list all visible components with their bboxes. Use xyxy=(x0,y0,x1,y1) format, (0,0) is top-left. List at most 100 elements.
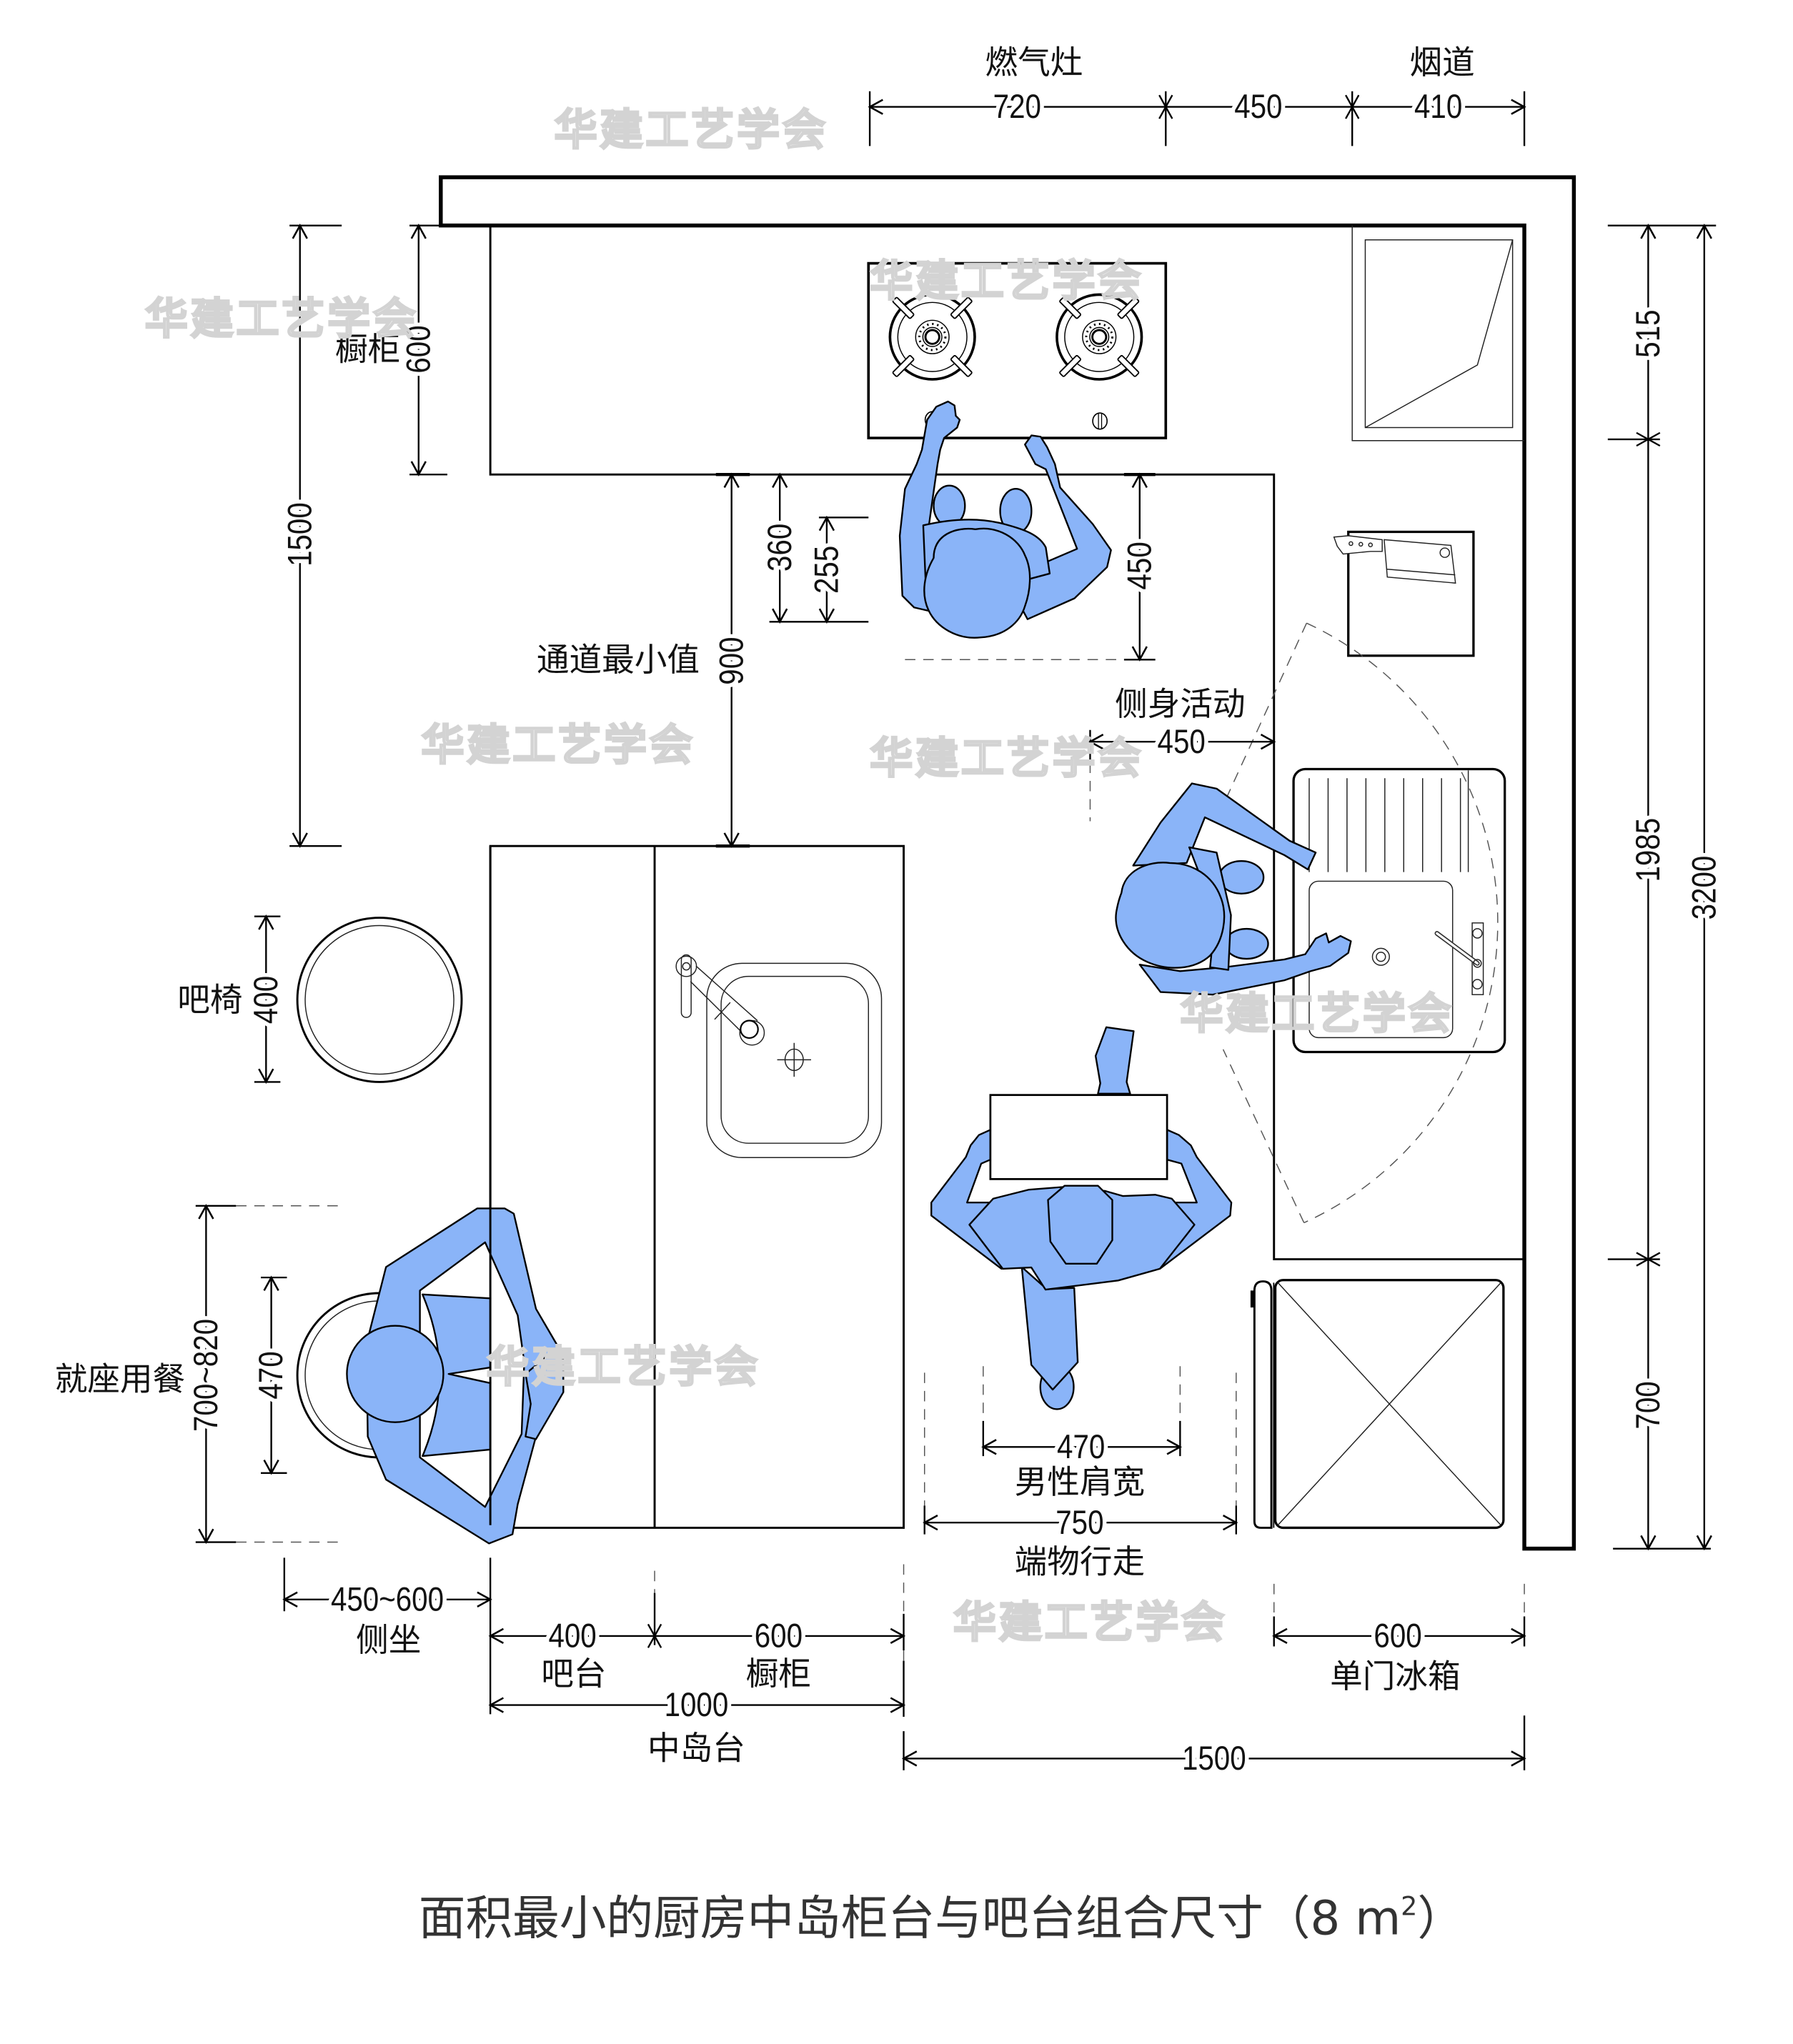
label-bar-counter: 吧台 xyxy=(541,1655,606,1692)
dim-value-reach-360: 360 xyxy=(761,524,799,572)
label-island-cabinet: 橱柜 xyxy=(746,1655,811,1692)
label-flue: 烟道 xyxy=(1409,44,1474,81)
burner-right-icon xyxy=(1056,293,1143,381)
watermark-text: 华建工艺学会 xyxy=(1180,989,1454,1040)
bar-stool-upper xyxy=(296,917,463,1083)
caption-suffix: ） xyxy=(1417,1892,1464,1946)
island-faucet-pivot-inner xyxy=(682,962,691,971)
wall-sink xyxy=(1292,767,1506,1054)
dim-value-side-activity: 450 xyxy=(1158,723,1206,761)
island-outline xyxy=(489,844,905,1529)
burner-left-icon xyxy=(888,293,976,381)
watermark-text: 华建工艺学会 xyxy=(145,294,419,344)
faucet-lever-inner xyxy=(1436,932,1479,965)
label-side-sit: 侧坐 xyxy=(356,1621,421,1659)
label-male-shoulder: 男性肩宽 xyxy=(1015,1463,1145,1501)
dim-value-bar-counter: 400 xyxy=(548,1617,596,1655)
island-counter xyxy=(489,844,905,1529)
cleaver-icon xyxy=(1333,535,1456,584)
cabinet-door-swing xyxy=(1220,622,1499,1224)
single-door-fridge xyxy=(1250,1279,1505,1530)
dim-value-left-cabinet: 600 xyxy=(399,325,437,373)
island-faucet-tip xyxy=(740,1019,759,1040)
faucet-knob xyxy=(1472,928,1483,939)
label-carry-walk: 端物行走 xyxy=(1015,1542,1145,1580)
island-faucet-pivot xyxy=(675,955,697,977)
watermark-text: 华建工艺学会 xyxy=(870,256,1143,306)
label-island: 中岛台 xyxy=(647,1729,745,1767)
dim-value-gap: 450 xyxy=(1234,88,1282,126)
island-drain-crosshair xyxy=(777,1042,811,1077)
extension-lines-dashed xyxy=(236,659,1525,1661)
dimension-values: 720 450 410 1500 600 900 360 255 450 450… xyxy=(183,84,1727,1781)
cutting-board xyxy=(1333,530,1475,657)
island-sink xyxy=(675,954,883,1158)
island-sink-rim xyxy=(706,962,883,1158)
annotations: 燃气灶 烟道 橱柜 通道最小值 侧身活动 吧椅 就座用餐 侧坐 吧台 橱柜 中岛… xyxy=(55,44,1475,1767)
dim-value-right-fridge: 700 xyxy=(1629,1381,1667,1429)
dim-value-seated-shoulder: 470 xyxy=(252,1351,290,1399)
faucet-knob xyxy=(1472,979,1483,989)
rivet xyxy=(1358,542,1364,547)
dim-value-carry-walk: 750 xyxy=(1056,1504,1103,1542)
tray xyxy=(989,1094,1168,1180)
label-seated-dining: 就座用餐 xyxy=(55,1360,185,1398)
person-at-stove-icon xyxy=(898,400,1112,639)
flue-outline xyxy=(1351,225,1525,442)
flue-duct xyxy=(1351,225,1525,442)
dim-value-island-cabinet: 600 xyxy=(755,1617,803,1655)
sink-outline xyxy=(1292,767,1506,1054)
watermarks: 华建工艺学会 华建工艺学会 华建工艺学会 华建工艺学会 华建工艺学会 华建工艺学… xyxy=(144,104,1454,1649)
counter-outline xyxy=(489,225,1525,1261)
island-sink-basin xyxy=(720,975,870,1144)
watermark-text: 华建工艺学会 xyxy=(555,105,828,155)
watermark-text: 华建工艺学会 xyxy=(953,1598,1227,1648)
label-aisle-min: 通道最小值 xyxy=(537,641,700,679)
knob-right-icon xyxy=(1092,412,1108,430)
dim-value-island-total: 1000 xyxy=(665,1686,729,1724)
cleaver-blade xyxy=(1384,539,1456,584)
stove-body xyxy=(867,261,1168,439)
island-faucet-spout xyxy=(690,965,758,1032)
island-faucet-handle xyxy=(680,954,692,1018)
flue-shaft xyxy=(1364,239,1514,429)
rivet xyxy=(1349,541,1354,547)
wall-counter xyxy=(489,225,1525,1261)
label-stove: 燃气灶 xyxy=(985,44,1083,81)
flue-break-line xyxy=(1365,239,1514,429)
blade-edge xyxy=(1386,568,1456,576)
watermark-text: 华建工艺学会 xyxy=(421,721,695,771)
gas-stove xyxy=(867,261,1168,439)
figure-caption: 面积最小的厨房中岛柜台与吧台组合尺寸（8 m2） xyxy=(419,1890,1464,1945)
cross-ticks xyxy=(647,94,1661,1648)
drain-inner xyxy=(1376,952,1386,962)
person-seated-at-bar-icon xyxy=(346,1207,565,1545)
watermark-text: 华建工艺学会 xyxy=(870,734,1143,784)
fridge-cross-mark xyxy=(1277,1282,1501,1526)
faucet-pivot xyxy=(1473,959,1482,968)
drainboard-ribs xyxy=(1308,770,1469,872)
dimension-lines xyxy=(195,91,1717,1770)
label-wall-cabinet: 橱柜 xyxy=(335,330,400,368)
label-fridge: 单门冰箱 xyxy=(1330,1657,1460,1695)
dim-value-stove: 720 xyxy=(993,88,1041,126)
dim-value-stool: 400 xyxy=(247,976,285,1024)
person-carrying-tray-icon xyxy=(930,1026,1233,1410)
dim-value-right-flue: 515 xyxy=(1629,309,1667,357)
dim-value-fridge: 600 xyxy=(1374,1617,1421,1655)
fridge-door xyxy=(1253,1280,1273,1529)
blade-hole xyxy=(1439,547,1451,558)
dim-value-right-overall: 3200 xyxy=(1685,856,1723,920)
label-side-activity: 侧身活动 xyxy=(1115,685,1245,723)
watermark-text: 华建工艺学会 xyxy=(487,1342,760,1392)
dim-value-right-middle: 1985 xyxy=(1629,818,1667,882)
dim-value-left-overall: 1500 xyxy=(281,502,319,567)
person-at-sink-icon xyxy=(1115,782,1352,996)
dim-value-stand-depth: 450 xyxy=(1121,542,1158,589)
dim-value-bottom-total: 1500 xyxy=(1182,1740,1246,1778)
caption-main: 面积最小的厨房中岛柜台与吧台组合尺寸（8 m xyxy=(419,1892,1401,1946)
dim-value-male-shoulder: 470 xyxy=(1057,1428,1105,1466)
dim-value-side-sit: 450~600 xyxy=(331,1580,444,1618)
fridge-handle xyxy=(1250,1290,1256,1308)
